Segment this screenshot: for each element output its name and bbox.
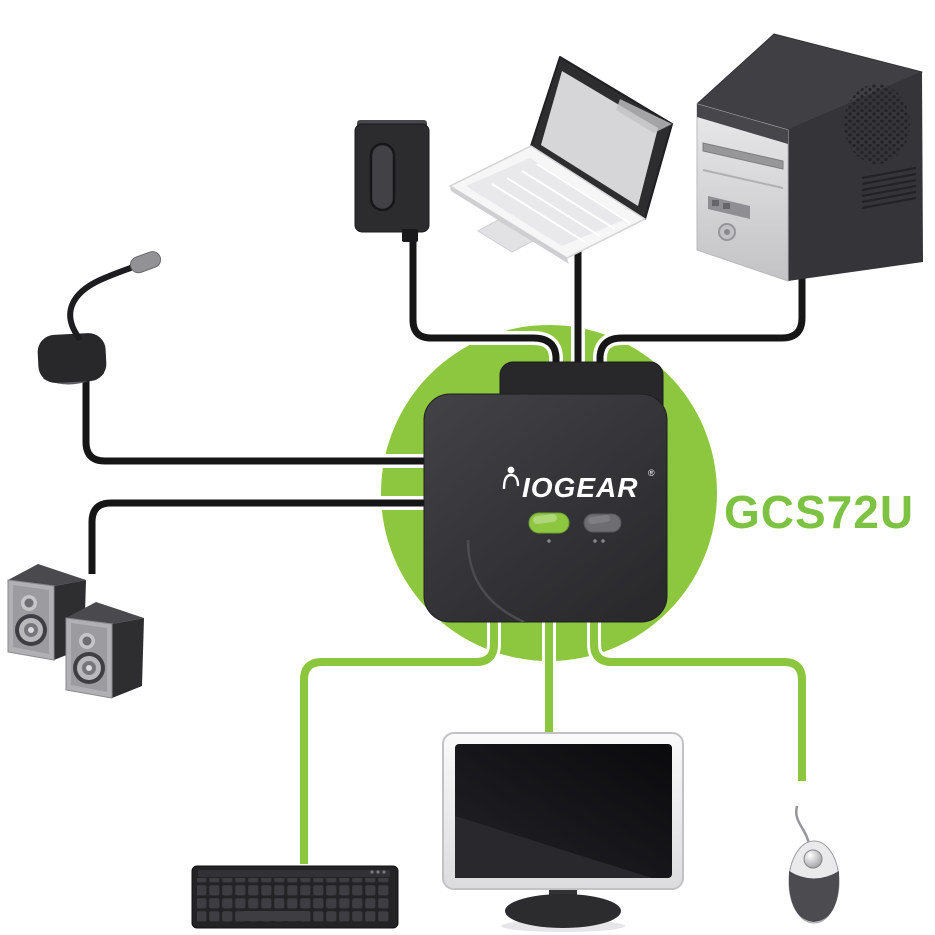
port1-indicator-dot xyxy=(547,539,551,543)
power-adapter-illustration xyxy=(354,120,430,242)
speaker-right-tweeter xyxy=(82,636,92,646)
keyboard-led-2 xyxy=(376,870,380,874)
microphone-cable xyxy=(82,380,432,465)
speaker-right xyxy=(65,602,144,699)
pc-power-button-dot xyxy=(724,229,730,235)
laptop-illustration xyxy=(449,56,673,264)
laptop-front-edge xyxy=(450,186,569,264)
mouse-scroll-ball xyxy=(803,849,823,869)
pc-front-top-band xyxy=(697,104,788,144)
monitor-illustration xyxy=(442,732,684,932)
speakers-illustration xyxy=(7,564,144,699)
adapter-connector xyxy=(402,229,418,242)
kvm-switch-illustration: IOGEAR ® xyxy=(423,361,668,624)
pc-vent-hex xyxy=(844,84,910,164)
port-buttons xyxy=(528,512,622,543)
kvm-edge-highlight xyxy=(466,539,525,624)
mouse-green-cable xyxy=(590,600,806,781)
desktop-pc-cable xyxy=(596,260,806,378)
mic-head xyxy=(129,251,162,274)
speaker-right-cap xyxy=(86,665,92,671)
iogear-logo: IOGEAR ® xyxy=(502,466,655,503)
mouse-cord xyxy=(795,805,811,845)
speaker-left-tweeter xyxy=(24,598,34,608)
keyboard-cable xyxy=(300,600,498,864)
green-cables xyxy=(300,600,806,864)
monitor-base xyxy=(505,894,621,928)
iogear-person-icon xyxy=(507,466,515,474)
speaker-left-top xyxy=(8,564,86,586)
pc-bay-line xyxy=(702,169,784,189)
port2-indicator-dot-1 xyxy=(593,539,597,543)
keyboard-led-3 xyxy=(382,870,386,874)
keyboard-spacebar xyxy=(243,911,309,921)
mouse-lower-shell xyxy=(789,871,839,922)
port1-button-highlight xyxy=(533,513,557,525)
mic-gooseneck xyxy=(67,261,145,341)
mouse-illustration xyxy=(788,805,840,924)
iogear-person-body xyxy=(502,473,520,490)
port1-button xyxy=(528,512,570,534)
model-label: GCS72U xyxy=(724,486,914,538)
port2-indicator-dot-2 xyxy=(601,539,605,543)
speaker-left xyxy=(7,564,86,661)
brand-registered-mark: ® xyxy=(648,468,655,478)
pc-vent-lines xyxy=(861,166,917,210)
pc-io-button-2 xyxy=(723,203,730,209)
pc-drive-bay xyxy=(702,142,784,170)
port2-button xyxy=(583,513,622,533)
power-adapter-cable xyxy=(409,235,560,378)
black-cables xyxy=(82,235,806,574)
microphone-illustration xyxy=(37,251,162,385)
adapter-slot xyxy=(369,142,396,212)
brand-text: IOGEAR xyxy=(522,472,638,503)
pc-io-button-1 xyxy=(712,200,719,206)
speaker-left-cap xyxy=(28,627,34,633)
desktop-pc-illustration xyxy=(696,33,923,282)
laptop-screen-glare xyxy=(616,99,672,133)
speaker-right-side xyxy=(112,618,144,698)
kvm-body xyxy=(423,393,668,623)
keyboard-illustration xyxy=(191,865,399,929)
keyboard-function-row xyxy=(198,870,390,877)
mic-base xyxy=(37,333,107,383)
monitor-screen-sheen xyxy=(455,816,652,878)
port2-button-highlight xyxy=(588,514,610,525)
speaker-cable xyxy=(88,499,432,574)
laptop-key-rows xyxy=(491,163,631,243)
keyboard-led-1 xyxy=(370,870,374,874)
speaker-right-top xyxy=(66,602,144,624)
laptop-screen xyxy=(541,71,658,206)
